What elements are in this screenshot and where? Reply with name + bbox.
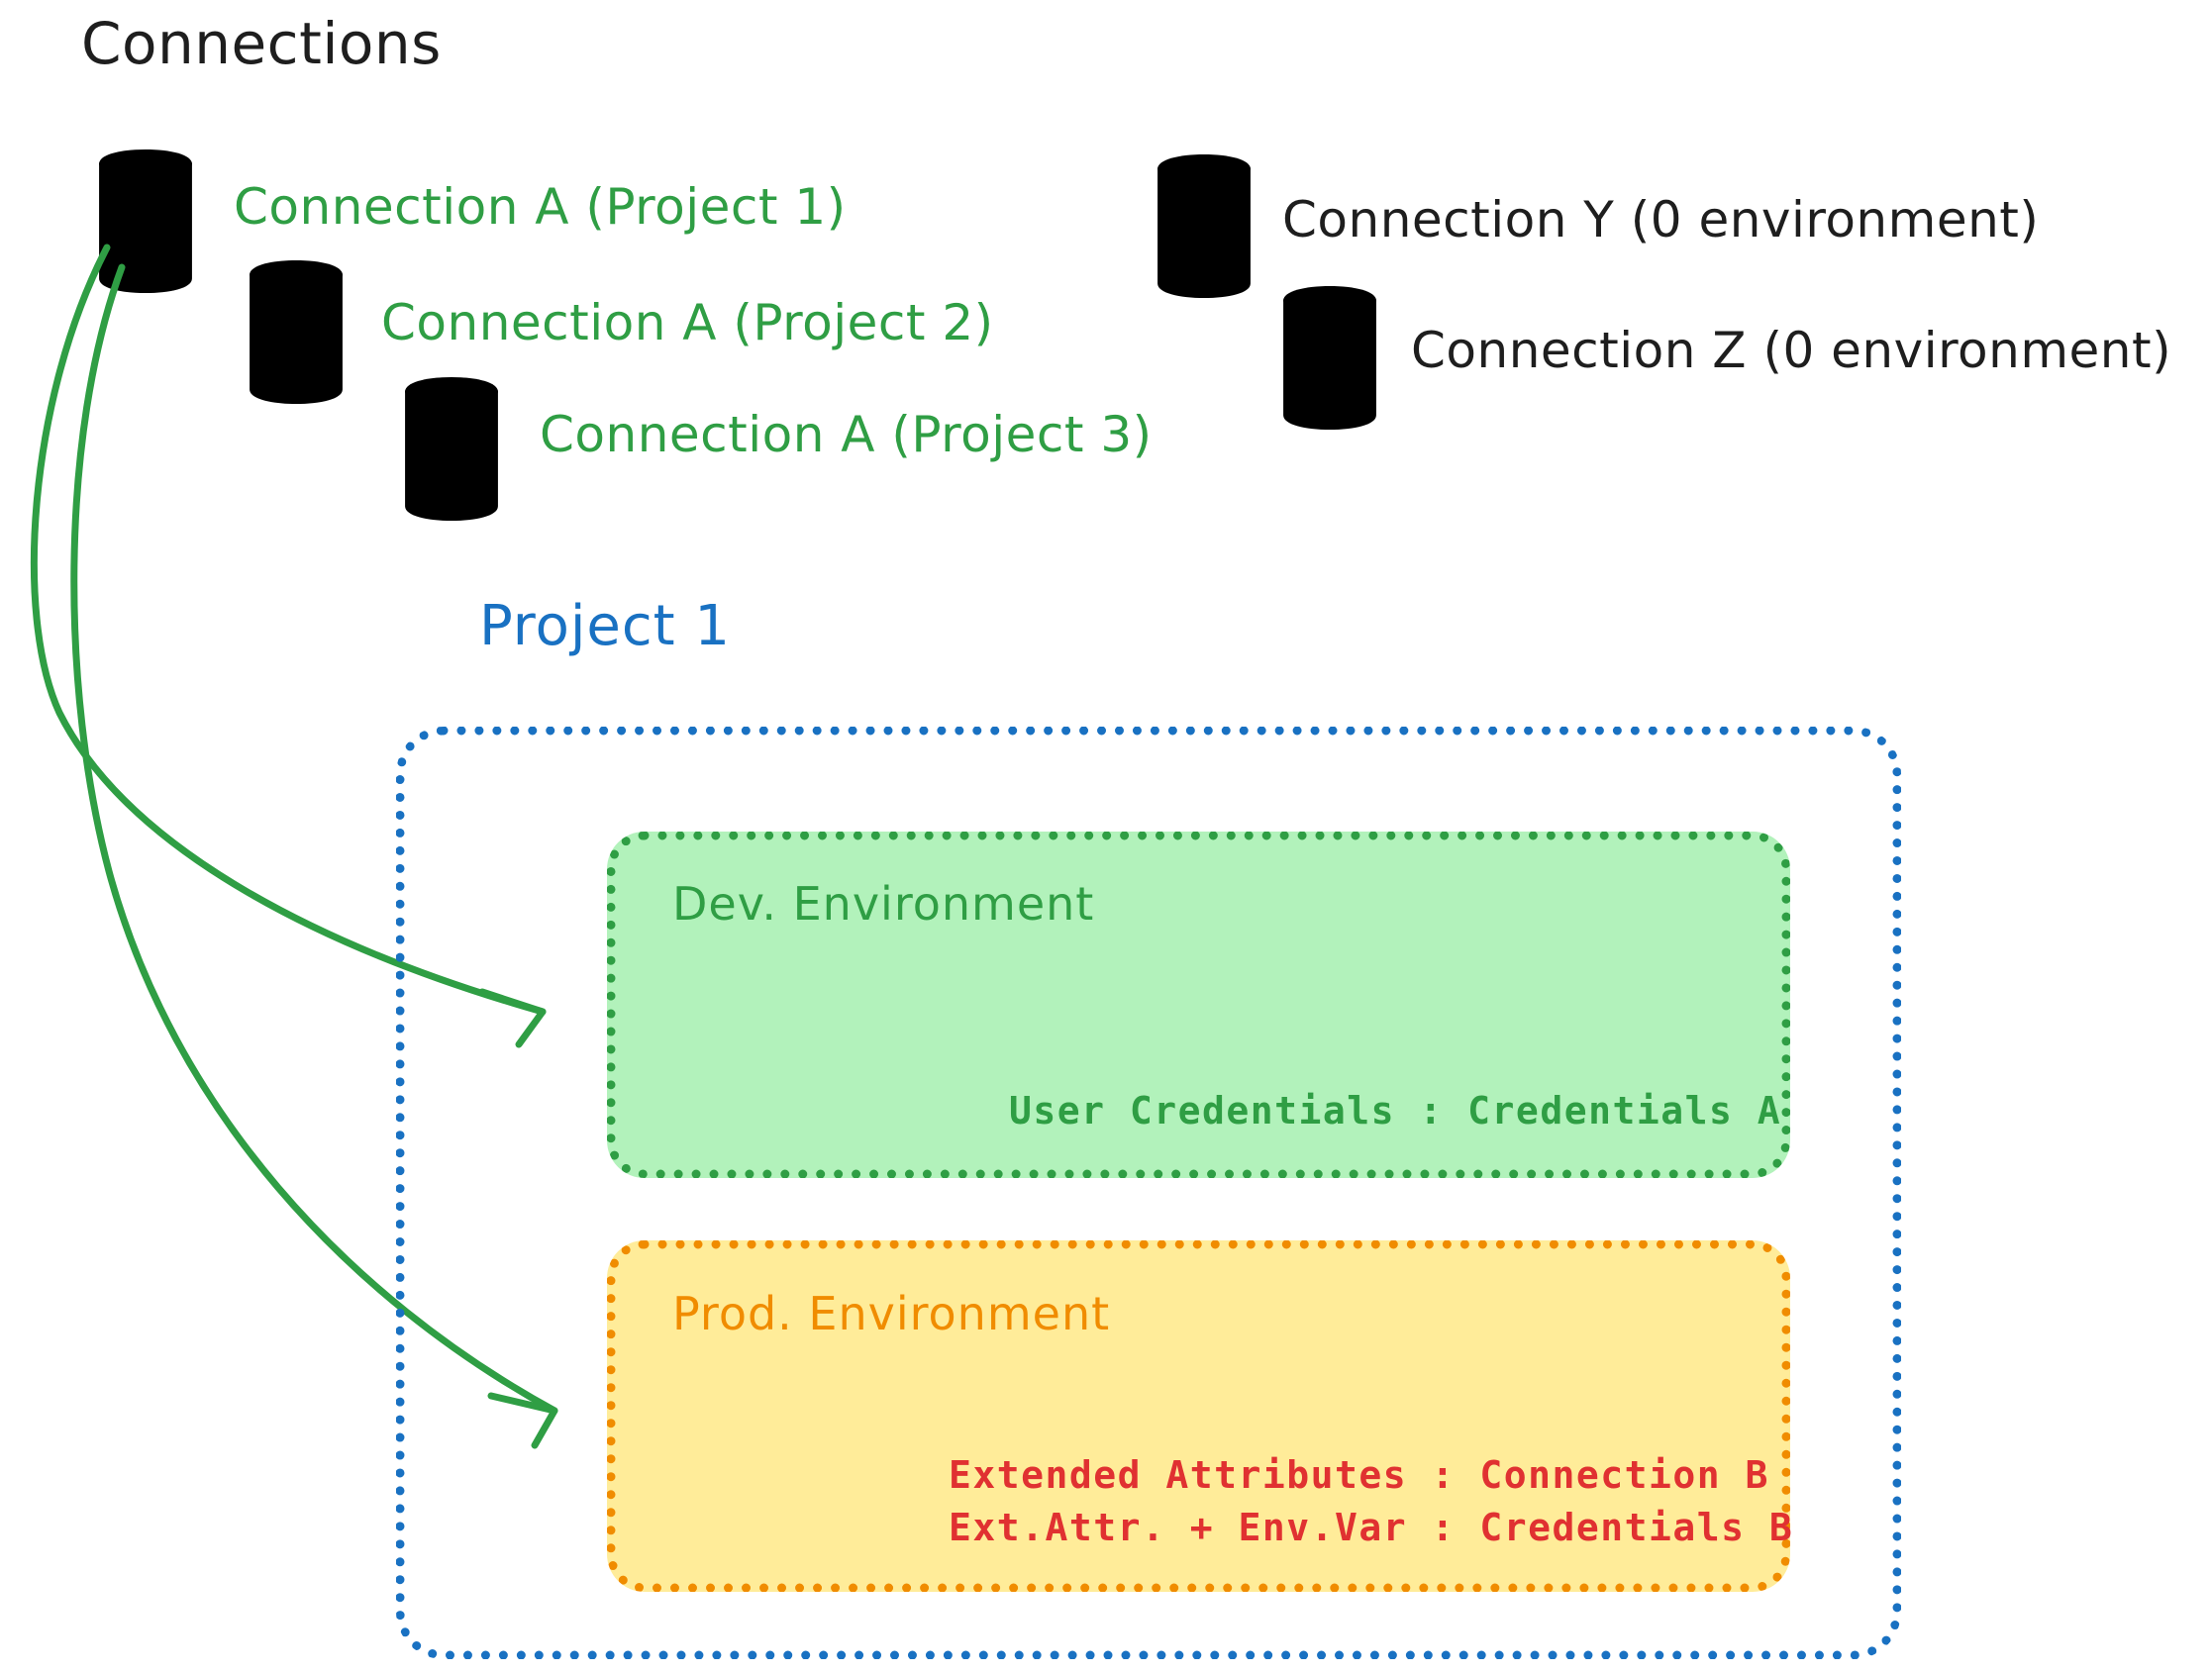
arrow-connection-a-to-prod [70,263,558,1449]
connection-label-a2: Connection A (Project 2) [381,294,994,351]
environment-box-prod: Prod. Environment Extended Attributes : … [607,1240,1794,1592]
environment-box-dev: Dev. Environment User Credentials : Cred… [607,832,1790,1178]
environment-title-dev: Dev. Environment [672,877,1095,931]
connection-label-a1: Connection A (Project 1) [234,178,847,236]
environment-line-dev-0: User Credentials : Credentials A [1009,1089,1782,1132]
connection-label-z: Connection Z (0 environment) [1411,322,2172,379]
environment-line-prod-0: Extended Attributes : Connection B [949,1453,1769,1497]
page-title: Connections [81,10,442,77]
connection-label-y: Connection Y (0 environment) [1282,191,2040,248]
project-boundary-box [396,727,1901,1659]
environment-title-prod: Prod. Environment [672,1287,1111,1340]
database-icon-connection-y [1157,153,1251,299]
environment-line-prod-1: Ext.Attr. + Env.Var : Credentials B [949,1506,1794,1549]
database-icon-connection-a-3 [405,376,498,522]
database-icon-connection-a-1 [99,148,192,294]
project-title: Project 1 [479,594,732,658]
connection-label-a3: Connection A (Project 3) [540,406,1153,463]
arrow-connection-a-to-dev [30,244,547,1048]
database-icon-connection-a-2 [250,259,343,405]
database-icon-connection-z [1283,285,1376,431]
